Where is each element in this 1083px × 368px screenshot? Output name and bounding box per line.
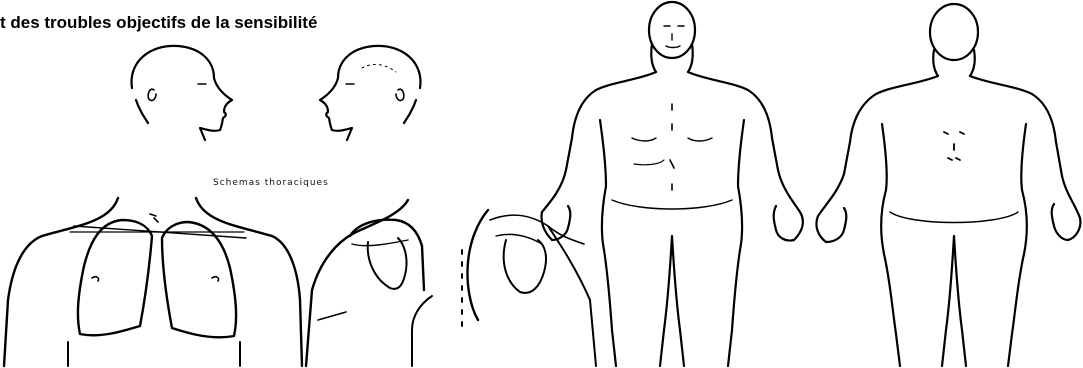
head-profile-right [132, 46, 232, 140]
body-back [816, 4, 1080, 366]
thorax-anterior [4, 198, 302, 366]
thorax-posterior [306, 200, 596, 366]
head-profile-left [320, 46, 420, 140]
body-front [541, 2, 802, 366]
